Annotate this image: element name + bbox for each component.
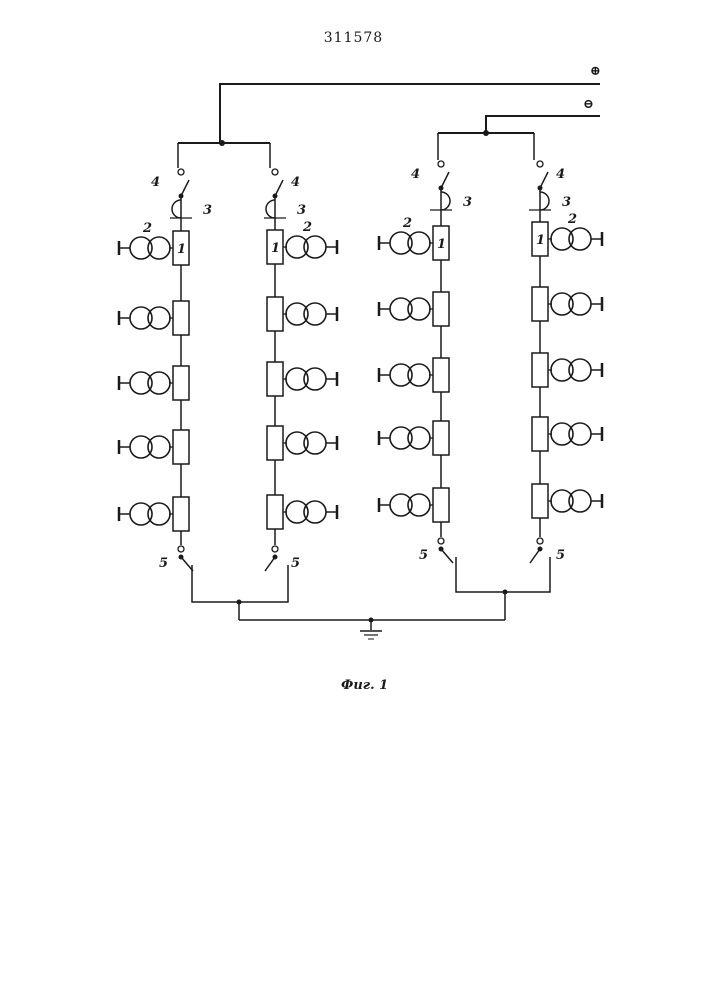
label-switch-top: 4 xyxy=(291,175,300,190)
switch-top-contact xyxy=(537,161,543,167)
label-switch-bottom: 5 xyxy=(291,556,300,571)
label-anode-number: 1 xyxy=(536,233,545,248)
negative-bus xyxy=(438,116,600,160)
switch-top-contact xyxy=(178,169,184,175)
switch-bottom-contact xyxy=(178,546,184,552)
relay-coil xyxy=(172,200,181,218)
label-switch-top: 4 xyxy=(556,167,565,182)
label-switch-bottom: 5 xyxy=(556,548,565,563)
label-transformer: 2 xyxy=(567,212,577,227)
ground-bus xyxy=(192,557,550,630)
relay-coil xyxy=(441,192,450,210)
chain-3: 4 3 1 2 5 xyxy=(379,161,472,563)
label-switch-bottom: 5 xyxy=(419,548,428,563)
switch-top-blade xyxy=(441,172,449,188)
switch-top-contact xyxy=(272,169,278,175)
chain-4: 4 3 1 2 5 xyxy=(529,161,602,563)
label-transformer: 2 xyxy=(142,221,152,236)
label-current-relay: 3 xyxy=(203,203,212,218)
anode-element xyxy=(173,366,189,400)
label-anode-number: 1 xyxy=(271,241,280,256)
anode-element xyxy=(433,358,449,392)
label-switch-top: 4 xyxy=(151,175,160,190)
label-anode-number: 1 xyxy=(437,237,446,252)
anode-element xyxy=(173,301,189,335)
label-current-relay: 3 xyxy=(463,195,472,210)
anode-element xyxy=(267,362,283,396)
switch-bottom-blade xyxy=(530,549,540,563)
switch-bottom-blade xyxy=(441,549,453,563)
chain-1: 4 3 1 2 5 xyxy=(119,169,212,571)
anode-element xyxy=(532,353,548,387)
anode-element xyxy=(532,417,548,451)
switch-bottom-pivot xyxy=(538,547,543,552)
anode-element xyxy=(267,495,283,529)
anode-element xyxy=(173,430,189,464)
anode-element xyxy=(433,488,449,522)
ground-icon xyxy=(360,631,382,639)
anode-element xyxy=(173,497,189,531)
switch-bottom-pivot xyxy=(273,555,278,560)
anode-element xyxy=(433,421,449,455)
relay-coil xyxy=(540,192,549,210)
anode-element xyxy=(267,426,283,460)
switch-bottom-blade xyxy=(181,557,193,571)
anode-element xyxy=(267,297,283,331)
label-current-relay: 3 xyxy=(562,195,571,210)
anode-element xyxy=(532,484,548,518)
switch-top-contact xyxy=(438,161,444,167)
label-anode-number: 1 xyxy=(177,242,186,257)
anode-element xyxy=(433,292,449,326)
positive-terminal-icon: ⊕ xyxy=(590,64,601,79)
switch-bottom-blade xyxy=(265,557,275,571)
figure-caption: Фиг. 1 xyxy=(341,678,388,693)
relay-coil xyxy=(266,200,275,218)
switch-bottom-contact xyxy=(438,538,444,544)
label-transformer: 2 xyxy=(302,220,312,235)
switch-bottom-contact xyxy=(272,546,278,552)
label-switch-bottom: 5 xyxy=(159,556,168,571)
label-current-relay: 3 xyxy=(297,203,306,218)
switch-bottom-pivot xyxy=(439,547,444,552)
switch-top-blade xyxy=(181,180,189,196)
label-transformer: 2 xyxy=(402,216,412,231)
anode-element xyxy=(532,287,548,321)
chain-2: 4 3 1 2 5 xyxy=(264,169,337,571)
positive-bus xyxy=(178,84,600,168)
switch-top-blade xyxy=(540,172,548,188)
switch-bottom-pivot xyxy=(179,555,184,560)
label-switch-top: 4 xyxy=(411,167,420,182)
negative-terminal-icon: ⊖ xyxy=(583,97,594,112)
switch-top-blade xyxy=(275,180,283,196)
switch-bottom-contact xyxy=(537,538,543,544)
